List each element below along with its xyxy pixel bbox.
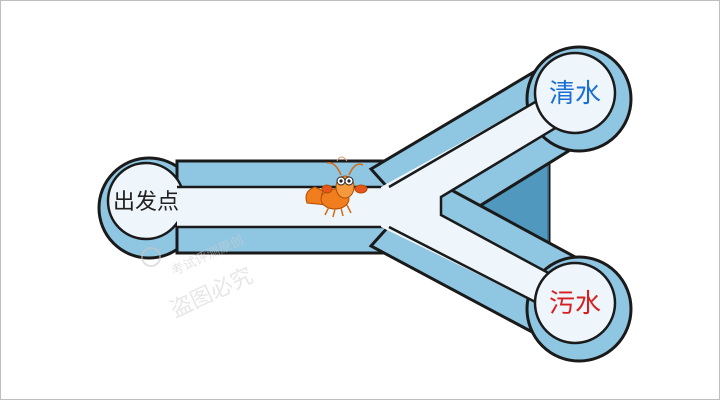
dirty-water-label: 污水 <box>549 289 601 319</box>
start-label: 出发点 <box>113 190 179 215</box>
maze-floor <box>106 51 617 345</box>
shrimp-icon <box>305 156 368 218</box>
clean-water-label: 清水 <box>549 79 601 109</box>
